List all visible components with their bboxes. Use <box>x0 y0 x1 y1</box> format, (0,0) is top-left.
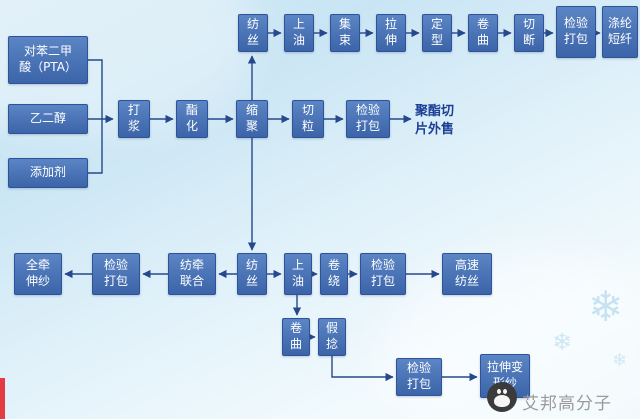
node-oiling-staple: 上 油 <box>284 14 314 52</box>
node-spinning-filament: 纺 丝 <box>237 253 267 295</box>
node-polycondensation: 缩 聚 <box>236 100 268 138</box>
node-additive: 添加剂 <box>8 158 88 188</box>
node-meg: 乙二醇 <box>8 104 88 134</box>
node-false-twist: 假 捻 <box>318 318 346 356</box>
node-inspect-pack-dty: 检验 打包 <box>396 358 442 396</box>
node-crimping-staple: 卷 曲 <box>468 14 498 52</box>
node-drawing: 拉 伸 <box>376 14 406 52</box>
node-oiling-filament: 上 油 <box>284 253 312 295</box>
node-spinning-staple: 纺 丝 <box>238 14 268 52</box>
watermark-brand: 艾邦高分子 <box>522 394 612 414</box>
node-setting: 定 型 <box>422 14 452 52</box>
node-slurry: 打 浆 <box>118 100 150 138</box>
node-polyester-staple-fiber: 涤纶 短纤 <box>602 6 638 58</box>
node-fdy-yarn: 全牵 伸纱 <box>14 253 62 295</box>
node-esterification: 酯 化 <box>176 100 208 138</box>
node-inspect-pack-main: 检验 打包 <box>346 100 390 138</box>
panda-logo-icon <box>487 382 517 412</box>
node-spin-draw-combined: 纺牵 联合 <box>168 253 216 295</box>
node-crimping-dty: 卷 曲 <box>282 318 310 356</box>
node-cutting: 切 断 <box>514 14 544 52</box>
node-pelletizing: 切 粒 <box>292 100 324 138</box>
red-accent-bar <box>0 378 5 419</box>
node-winding: 卷 绕 <box>320 253 348 295</box>
node-bundling: 集 束 <box>330 14 360 52</box>
label-chip-sale: 聚酯切 片外售 <box>415 104 455 137</box>
node-inspect-pack-poy: 检验 打包 <box>360 253 406 295</box>
node-high-speed-spinning: 高速 纺丝 <box>442 253 492 295</box>
node-pta: 对苯二甲 酸（PTA） <box>8 36 88 84</box>
node-inspect-pack-staple: 检验 打包 <box>556 6 596 58</box>
node-inspect-pack-fdy: 检验 打包 <box>92 253 140 295</box>
